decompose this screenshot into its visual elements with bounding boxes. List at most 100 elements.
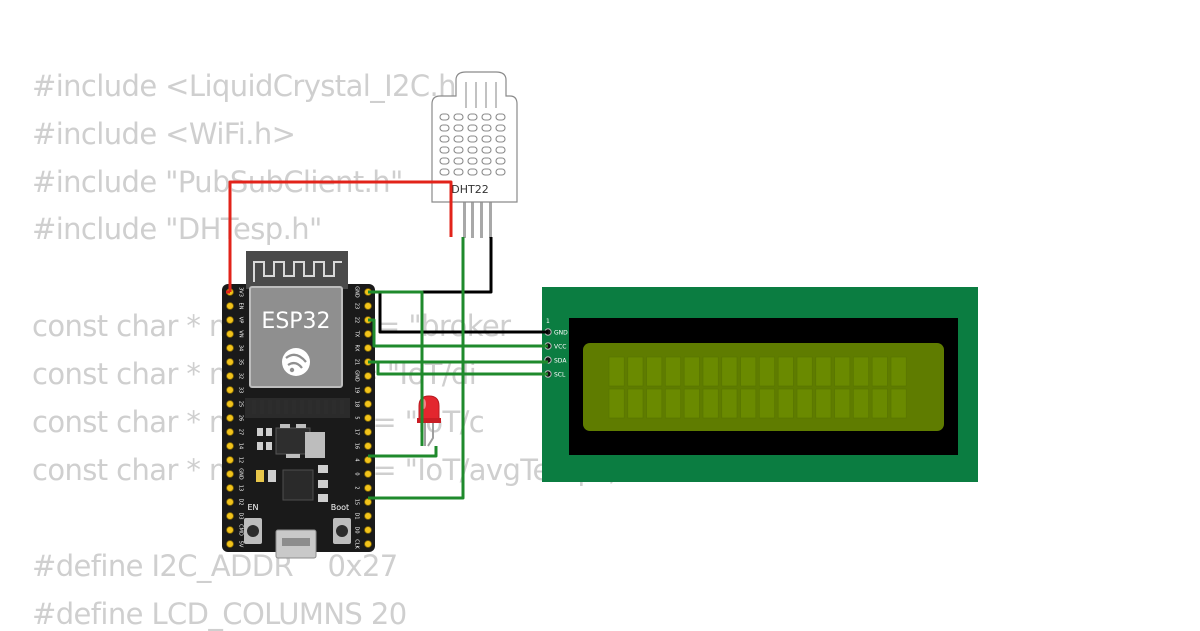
- esp32-pin-left-34[interactable]: 34: [226, 344, 244, 352]
- esp32-pin-left-32[interactable]: 32: [226, 372, 244, 380]
- pin-pad[interactable]: [364, 442, 372, 450]
- pin-pad[interactable]: [226, 330, 234, 338]
- pin-pad[interactable]: [226, 470, 234, 478]
- lcd-pin-sda[interactable]: SDA: [544, 356, 568, 365]
- pin-pad[interactable]: [226, 302, 234, 310]
- pin-pad[interactable]: [226, 400, 234, 408]
- esp32-pin-right-d1[interactable]: D1: [354, 512, 372, 520]
- wire-vcc-to-lcd[interactable]: [368, 318, 548, 348]
- esp32-pin-left-25[interactable]: 25: [226, 400, 244, 408]
- usb-uart-chip: [282, 469, 314, 501]
- esp32-pin-left-35[interactable]: 35: [226, 358, 244, 366]
- boot-button[interactable]: [333, 518, 351, 544]
- esp32-pin-left-d2[interactable]: D2: [226, 498, 244, 506]
- esp32-pin-right-15[interactable]: 15: [354, 498, 372, 506]
- esp32-pin-left-en[interactable]: EN: [226, 302, 244, 310]
- esp32-pin-right-17[interactable]: 17: [354, 428, 372, 436]
- esp32-pin-right-18[interactable]: 18: [354, 400, 372, 408]
- esp32-pin-left-5v[interactable]: 5V: [226, 540, 244, 548]
- pin-pad[interactable]: [364, 414, 372, 422]
- pin-pad[interactable]: [226, 456, 234, 464]
- pin-pad[interactable]: [364, 428, 372, 436]
- esp32-pin-right-23[interactable]: 23: [354, 302, 372, 310]
- pin-pad[interactable]: [364, 512, 372, 520]
- esp32-pin-left-27[interactable]: 27: [226, 428, 244, 436]
- pin-pad[interactable]: [226, 358, 234, 366]
- esp32-pin-left-14[interactable]: 14: [226, 442, 244, 450]
- esp32-pin-left-12[interactable]: 12: [226, 456, 244, 464]
- dht-vent-slot: [495, 113, 506, 121]
- wire-gnd-to-lcd[interactable]: [368, 290, 548, 334]
- esp32-pin-right-2[interactable]: 2: [354, 484, 372, 492]
- pin-pad[interactable]: [364, 470, 372, 478]
- pin-pad[interactable]: [364, 330, 372, 338]
- pin-pad[interactable]: [226, 484, 234, 492]
- red-led[interactable]: [417, 395, 441, 447]
- pin-pad[interactable]: [364, 456, 372, 464]
- esp32-pin-right-0[interactable]: 0: [354, 470, 372, 478]
- pin-label: 5: [354, 416, 360, 419]
- esp32-pin-right-rx[interactable]: RX: [354, 344, 372, 352]
- pin-label: CLK: [354, 539, 360, 549]
- pin-pad[interactable]: [226, 540, 234, 548]
- lcd-pin-gnd[interactable]: GND: [544, 328, 568, 337]
- wire-scl-to-lcd[interactable]: [368, 360, 548, 376]
- pin-pad[interactable]: [226, 372, 234, 380]
- pin-pad[interactable]: [364, 400, 372, 408]
- pin-pad[interactable]: [226, 526, 234, 534]
- pin-pad[interactable]: [226, 414, 234, 422]
- esp32-pin-left-gnd[interactable]: GND: [226, 468, 244, 480]
- pin-pad[interactable]: [226, 428, 234, 436]
- esp32-pin-right-19[interactable]: 19: [354, 386, 372, 394]
- pin-pad[interactable]: [364, 386, 372, 394]
- pin-pad[interactable]: [226, 442, 234, 450]
- esp32-pin-left-13[interactable]: 13: [226, 484, 244, 492]
- pin-pad[interactable]: [364, 540, 372, 548]
- pin-pad[interactable]: [364, 526, 372, 534]
- esp32-pin-right-16[interactable]: 16: [354, 442, 372, 450]
- lcd-cell: [796, 388, 813, 419]
- wire-led-anode[interactable]: [368, 446, 438, 458]
- led-leg-anode: [427, 420, 434, 447]
- esp32-pin-left-d3[interactable]: D3: [226, 512, 244, 520]
- pin-label: 32: [238, 373, 244, 379]
- dht22-sensor[interactable]: DHT22: [431, 71, 518, 238]
- lcd-pin-vcc[interactable]: VCC: [544, 342, 567, 351]
- esp32-pin-right-clk[interactable]: CLK: [354, 539, 372, 549]
- esp32-pin-left-vp[interactable]: VP: [226, 316, 244, 324]
- esp32-pin-right-tx[interactable]: TX: [354, 330, 372, 338]
- lcd-display[interactable]: 1 GND VCC SDA SCL: [542, 287, 978, 482]
- pin-pad[interactable]: [364, 344, 372, 352]
- pin-label: 22: [354, 317, 360, 323]
- pin-label: D0: [354, 526, 360, 533]
- pin-pad[interactable]: [226, 316, 234, 324]
- pin-pad[interactable]: [226, 498, 234, 506]
- lcd-cell: [627, 388, 644, 419]
- micro-usb-port[interactable]: [275, 529, 317, 559]
- esp32-pin-left-cmd[interactable]: CMD: [226, 524, 244, 536]
- pin-label: EN: [238, 303, 244, 310]
- pin-pad[interactable]: [364, 372, 372, 380]
- module-castellations: [252, 400, 344, 414]
- dht-vent-slot: [453, 157, 464, 165]
- esp32-pin-left-vn[interactable]: VN: [226, 330, 244, 338]
- pin-pad[interactable]: [364, 302, 372, 310]
- pin-pad[interactable]: [226, 512, 234, 520]
- pin-pad[interactable]: [226, 386, 234, 394]
- esp32-pin-right-gnd[interactable]: GND: [354, 370, 372, 382]
- pin-pad[interactable]: [364, 498, 372, 506]
- wire-dht-data[interactable]: [368, 237, 465, 500]
- esp32-board[interactable]: ESP32: [222, 251, 375, 559]
- pin-label: 3V3: [238, 287, 244, 297]
- lcd-cell: [759, 388, 775, 419]
- esp32-pin-right-d0[interactable]: D0: [354, 526, 372, 534]
- wire-gnd-to-dht[interactable]: [368, 237, 493, 294]
- wire-vcc-to-dht[interactable]: [228, 180, 453, 292]
- wire-led-cathode-gnd[interactable]: [368, 290, 424, 446]
- esp32-pin-right-5[interactable]: 5: [354, 414, 372, 422]
- esp32-pin-left-26[interactable]: 26: [226, 414, 244, 422]
- en-button[interactable]: [244, 518, 262, 544]
- pin-pad[interactable]: [226, 344, 234, 352]
- pin-pad[interactable]: [364, 484, 372, 492]
- esp32-pin-left-33[interactable]: 33: [226, 386, 244, 394]
